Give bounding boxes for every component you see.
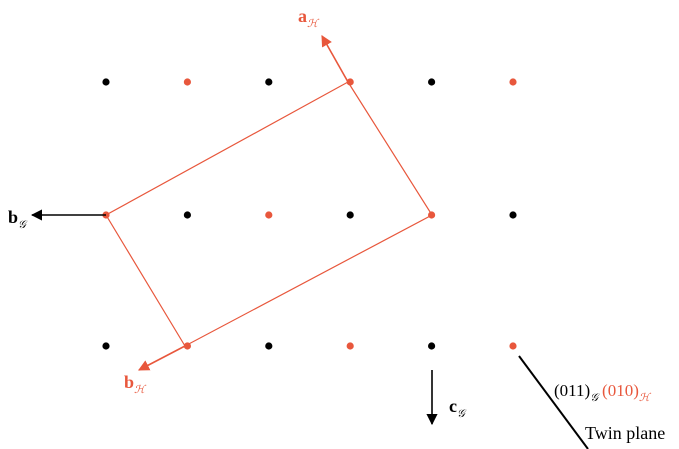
lattice-point-red [183,78,191,86]
lattice-point-red [265,211,273,219]
twin-plane-label: Twin plane [585,423,665,443]
b-g-vector-label: b𝒢 [8,207,28,231]
lattice-point-black [102,78,110,86]
lattice-point-red [183,342,191,350]
a-h-vector-label: aℋ [298,6,320,30]
lattice-point-black [102,342,110,350]
lattice-point-red [509,78,517,86]
b-h-vector-label: bℋ [124,372,147,396]
twin-plane-line [518,355,589,449]
lattice-point-black [509,211,517,219]
lattice-point-black [183,211,191,219]
a-h-vector-arrow [321,35,349,83]
lattice-point-red [346,342,354,350]
lattice-point-red [428,211,436,219]
lattice-point-black [428,78,436,86]
lattice-point-black [265,78,273,86]
lattice-point-black [346,211,354,219]
lattice-point-red [346,78,354,86]
twin-plane-indices: (011)𝒢(010)ℋ [554,381,652,404]
lattice-point-black [428,342,436,350]
b-h-vector-arrow [138,345,186,371]
lattice-point-black [265,342,273,350]
lattice-points [102,78,517,350]
c-g-vector-label: c𝒢 [449,396,467,420]
lattice-point-red [509,342,517,350]
